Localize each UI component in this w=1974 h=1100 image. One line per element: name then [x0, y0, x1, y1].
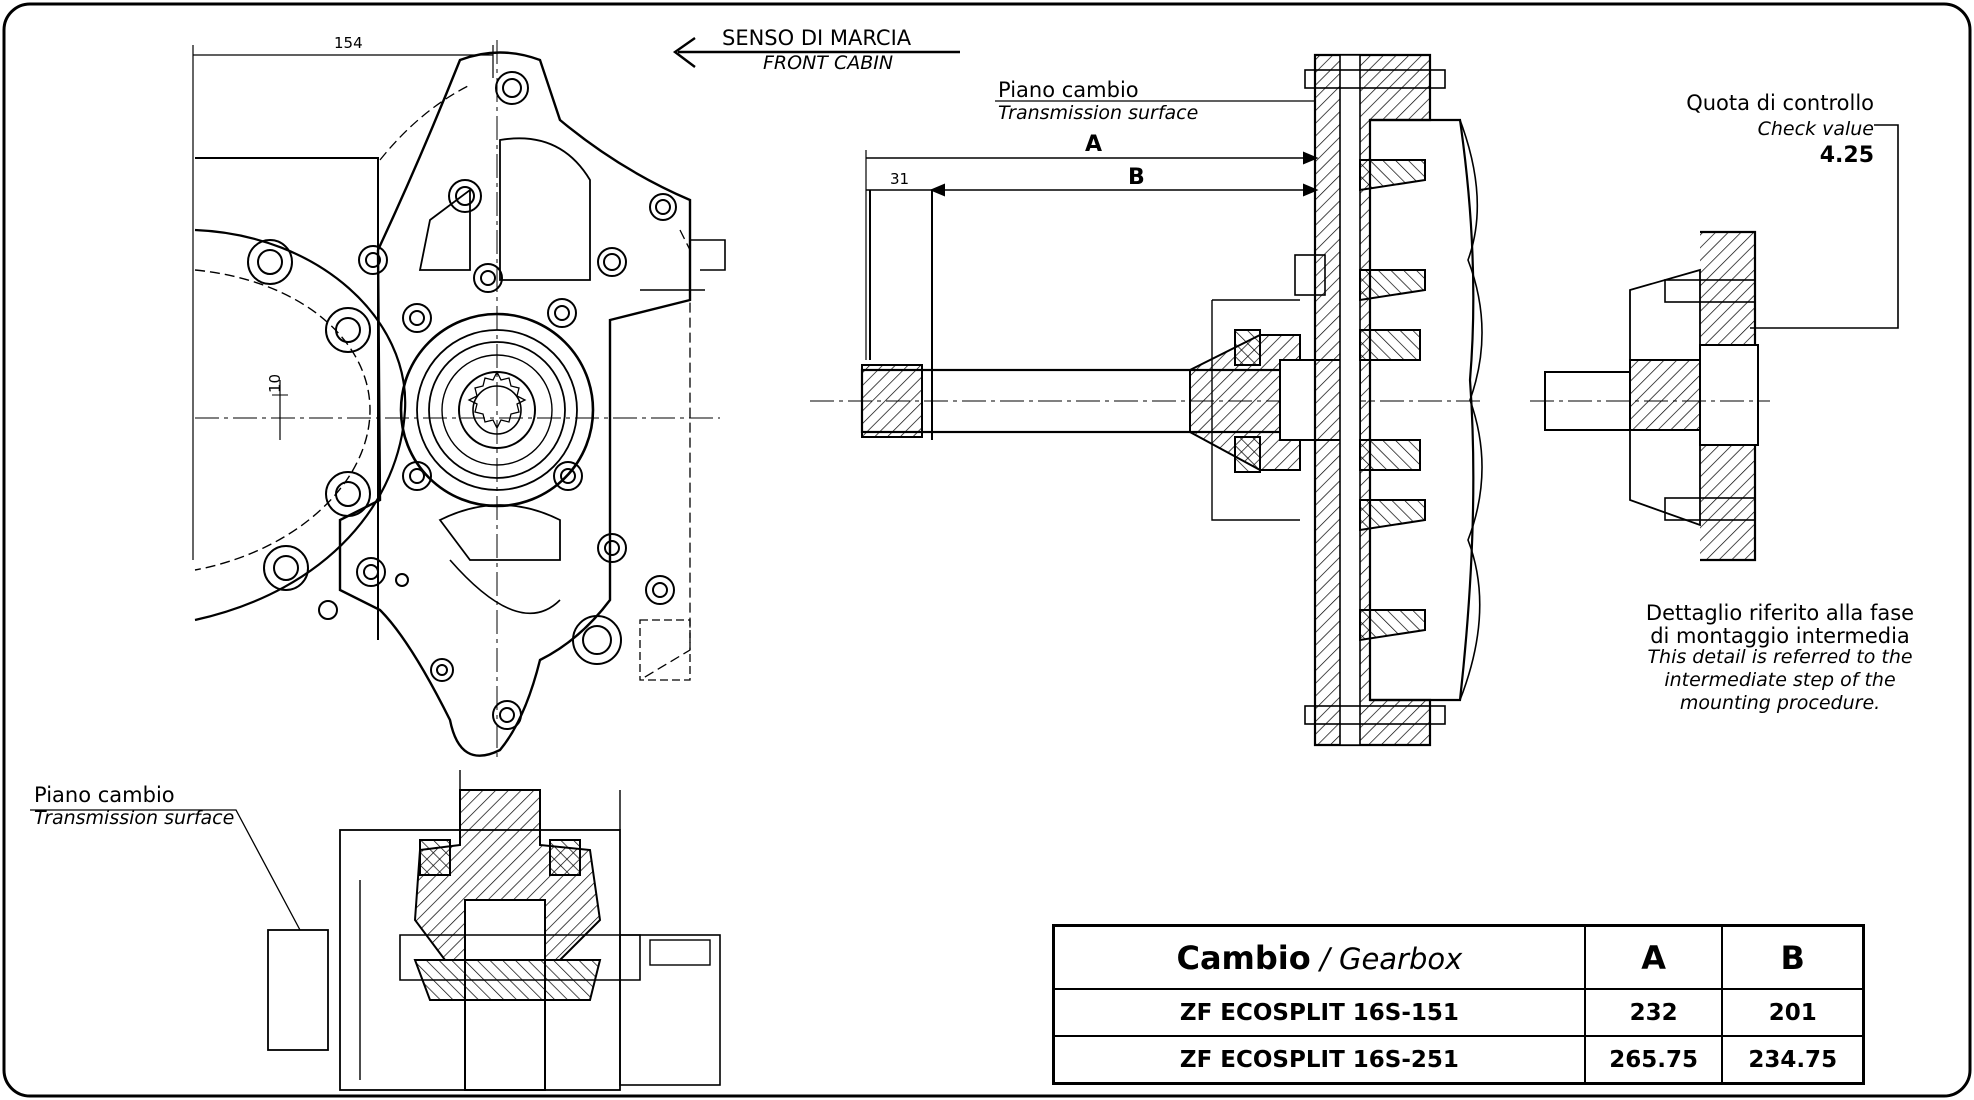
section-view: [810, 53, 1483, 747]
row-a-value: 232: [1583, 988, 1724, 1037]
direction-arrow: [672, 37, 960, 68]
surface-label-bottom-en: Transmission surface: [34, 807, 235, 829]
table-row: ZF ECOSPLIT 16S-151 232 201: [1052, 988, 1865, 1037]
dimension-10: 10: [266, 373, 285, 394]
detail-note-it-1: Dettaglio riferito alla fase: [1645, 601, 1915, 625]
detail-note-en-2: intermediate step of the: [1664, 669, 1896, 691]
detail-view: [1530, 124, 1899, 562]
dimension-31: 31: [890, 170, 910, 188]
bottom-section: [30, 770, 721, 1091]
surface-label-bottom-it: Piano cambio: [34, 783, 175, 807]
direction-label-it: SENSO DI MARCIA: [722, 26, 912, 50]
check-value: 4.25: [1819, 143, 1874, 168]
row-model: ZF ECOSPLIT 16S-251: [1052, 1035, 1586, 1085]
header-a: A: [1583, 924, 1724, 990]
header-gearbox: Cambio / Gearbox: [1052, 924, 1586, 990]
dimension-154: 154: [334, 34, 363, 52]
table-row: ZF ECOSPLIT 16S-251 265.75 234.75: [1052, 1035, 1865, 1085]
header-gearbox-translation: Gearbox: [1338, 941, 1463, 976]
direction-label-en: FRONT CABIN: [763, 52, 894, 74]
front-view: [192, 40, 726, 760]
row-b-value: 234.75: [1721, 1035, 1865, 1085]
check-value-label-it: Quota di controllo: [1686, 91, 1874, 115]
check-value-label-en: Check value: [1757, 118, 1874, 140]
header-separator: /: [1310, 941, 1339, 976]
table-header-row: Cambio / Gearbox A B: [1052, 924, 1865, 990]
surface-label-top-en: Transmission surface: [998, 102, 1199, 124]
detail-note-en-1: This detail is referred to the: [1647, 646, 1913, 668]
dimension-a: A: [1085, 132, 1103, 157]
row-b-value: 201: [1721, 988, 1865, 1037]
dimension-b: B: [1128, 165, 1145, 190]
detail-note-it-2: di montaggio intermedia: [1650, 624, 1910, 648]
header-b: B: [1721, 924, 1865, 990]
gearbox-table: Cambio / Gearbox A B ZF ECOSPLIT 16S-151…: [1052, 924, 1865, 1085]
header-gearbox-main: Cambio: [1176, 938, 1311, 977]
row-a-value: 265.75: [1583, 1035, 1724, 1085]
row-model: ZF ECOSPLIT 16S-151: [1052, 988, 1586, 1037]
surface-label-top-it: Piano cambio: [998, 78, 1139, 102]
detail-note-en-3: mounting procedure.: [1679, 692, 1881, 714]
